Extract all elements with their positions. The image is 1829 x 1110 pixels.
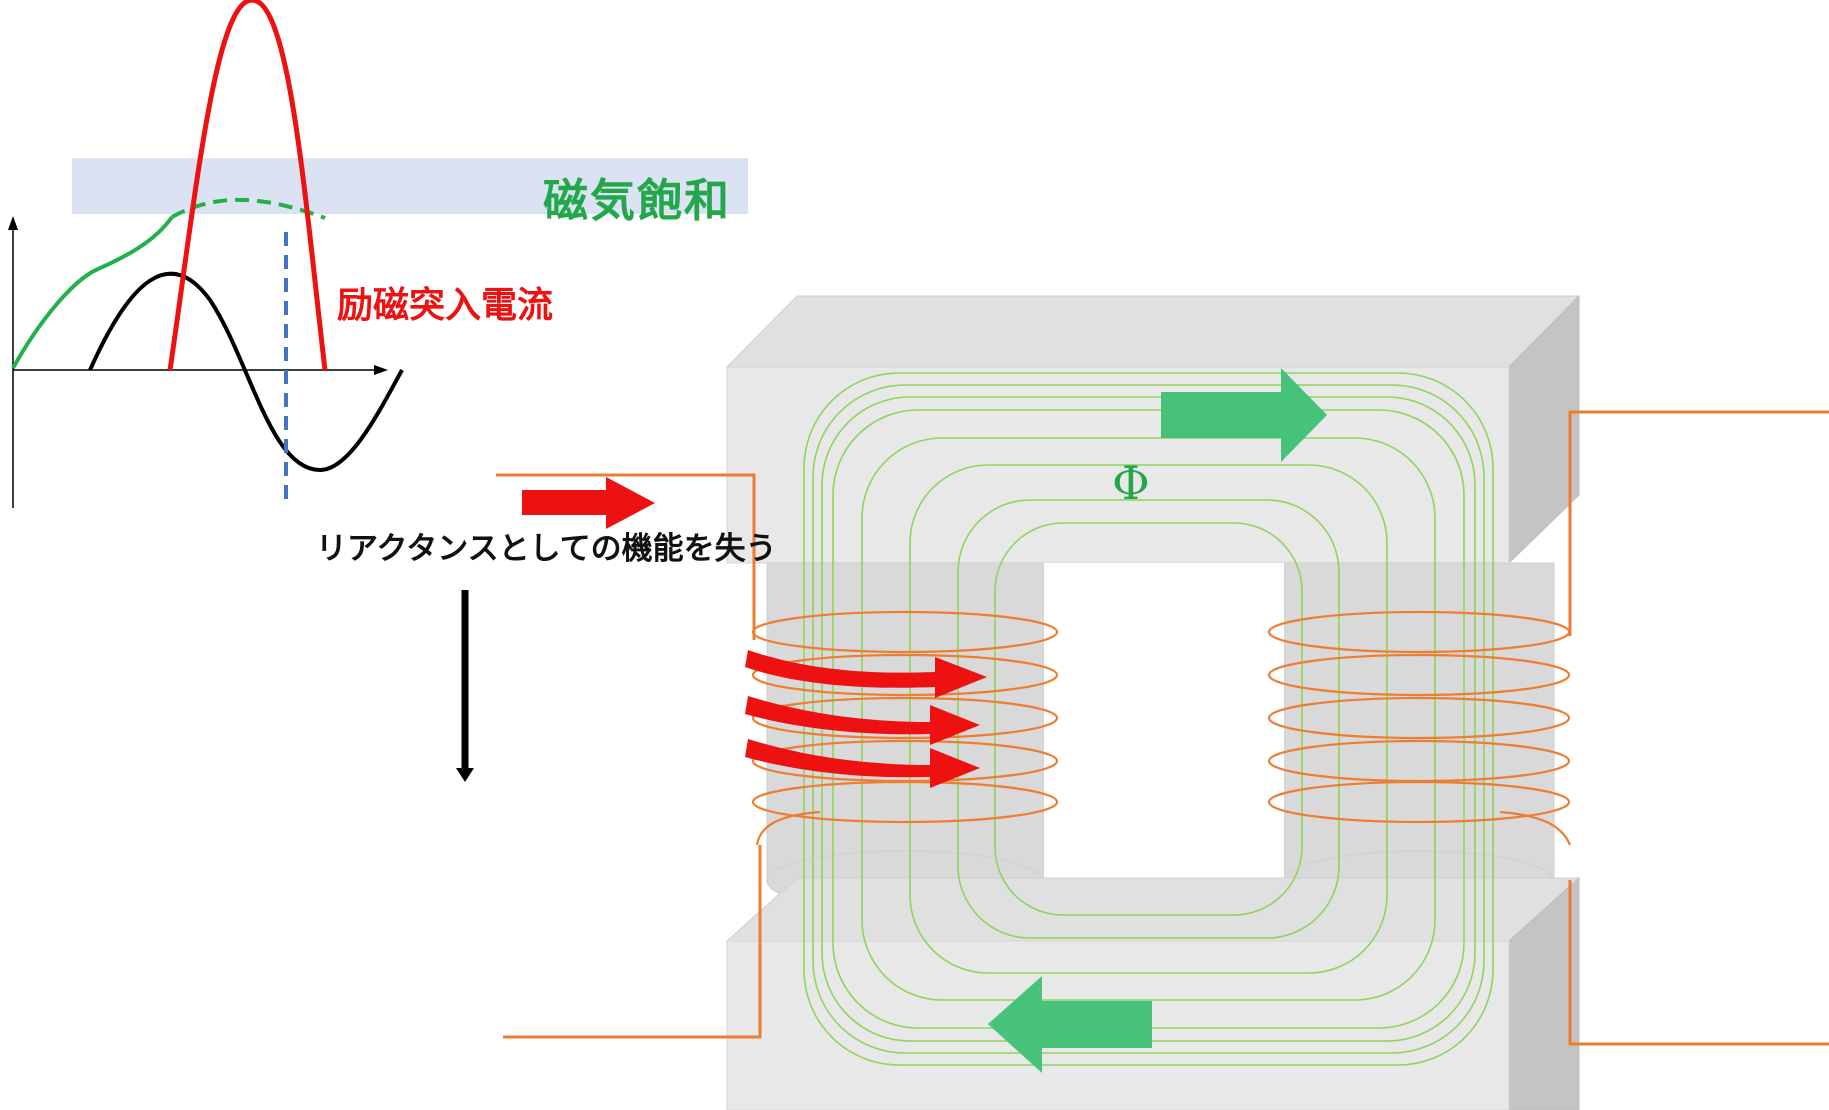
inrush-current-label: 励磁突入電流 [337,285,554,326]
down-arrow-head [456,768,474,782]
flux-arrow-left [988,976,1152,1073]
current-input-arrow [522,477,655,529]
flux-curve [11,215,174,369]
flux-arrow-right [1161,368,1327,462]
inrush-current-curve [167,0,328,371]
saturation-band [72,158,748,214]
saturation-label: 磁気飽和 [543,174,732,227]
core-window [1044,563,1284,881]
reactance-loss-label: リアクタンスとしての機能を失う [316,531,777,567]
right-limb [1283,562,1555,882]
top-yoke-top-face [725,295,1581,368]
y-axis-arrowhead [8,216,18,230]
inrush-arrow-3 [745,739,980,788]
flux-saturated-dashed [171,197,326,220]
flux-symbol-label: Φ [1112,456,1150,510]
voltage-curve [88,271,404,473]
primary-wire-top [496,473,756,640]
primary-wire-bottom [503,845,762,1039]
secondary-wire-top [1568,410,1829,636]
primary-coil [751,610,1059,846]
secondary-coil [1267,610,1572,846]
inrush-arrow-1 [745,650,987,698]
x-axis-arrowhead [374,365,388,375]
inrush-arrow-2 [745,696,980,745]
secondary-wire-bottom [1568,880,1829,1046]
bottom-yoke-top-face [725,877,1581,942]
